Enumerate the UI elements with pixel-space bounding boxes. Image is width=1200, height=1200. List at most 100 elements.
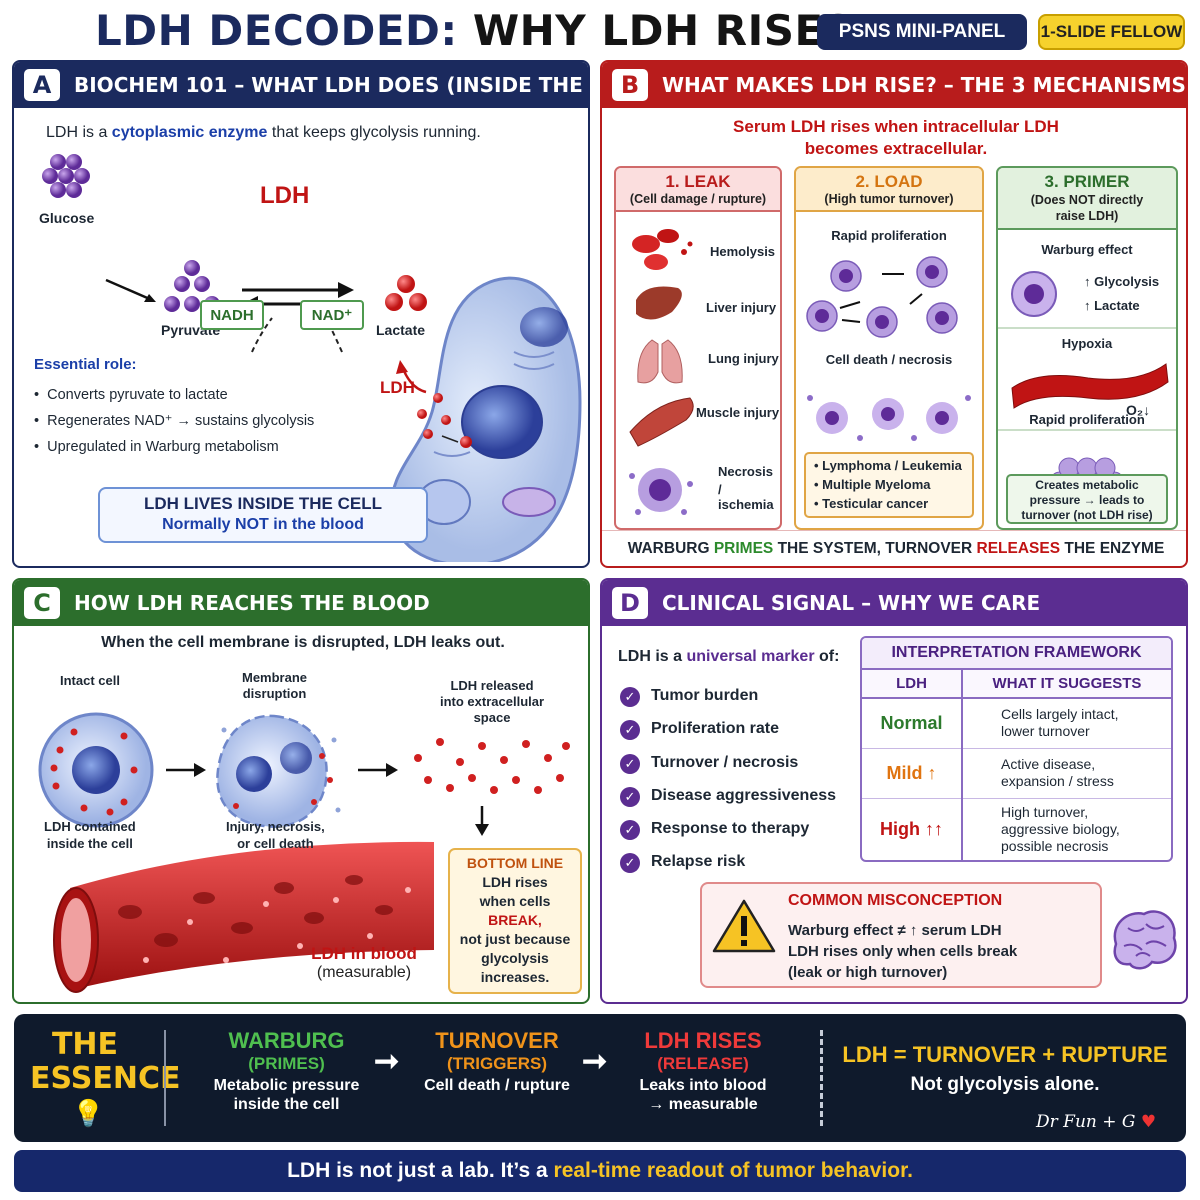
footer-banner: LDH is not just a lab. It’s a real-time … <box>14 1150 1186 1192</box>
panel-a-intro: LDH is a cytoplasmic enzyme that keeps g… <box>46 124 481 141</box>
essence-step-turnover: TURNOVER (TRIGGERS) Cell death / rupture <box>424 1028 570 1094</box>
nadh-dashed-arrow <box>251 317 273 353</box>
mechanism-primer: 3. PRIMER (Does NOT directly raise LDH) … <box>996 166 1178 530</box>
marker-item: Relapse risk <box>651 853 746 870</box>
essence-equation: LDH = TURNOVER + RUPTURE <box>842 1042 1168 1067</box>
hypoxia-vessel-icon <box>1011 363 1169 409</box>
table-row: High ↑↑ High turnover,aggressive biology… <box>862 798 1171 860</box>
panel-c-intro: When the cell membrane is disrupted, LDH… <box>101 634 505 651</box>
essential-role-title: Essential role: <box>34 356 137 373</box>
lactate-label: Lactate <box>376 322 426 338</box>
necrotic-cells-icon <box>807 395 971 441</box>
heart-icon: ♥ <box>1140 1112 1157 1132</box>
check-icon: ✓ <box>620 820 640 840</box>
panel-d-letter: D <box>612 587 648 619</box>
essential-role-list: • Converts pyruvate to lactate • Regener… <box>34 382 314 460</box>
framework-table: LDH WHAT IT SUGGESTS Normal Cells largel… <box>862 670 1171 860</box>
glucose-to-pyruvate-arrow <box>105 278 153 302</box>
nad-pill: NAD⁺ <box>300 300 364 330</box>
universal-marker-intro: LDH is a universal marker of: <box>618 648 840 665</box>
check-icon: ✓ <box>620 787 640 807</box>
essence-title: THE ESSENCE <box>30 1027 181 1096</box>
disrupted-cell-icon <box>216 714 341 828</box>
essence-step-warburg: WARBURG (PRIMES) Metabolic pressure insi… <box>213 1028 360 1113</box>
panel-a-header: A BIOCHEM 101 – WHAT LDH DOES (INSIDE TH… <box>14 62 588 143</box>
marker-item: Tumor burden <box>651 687 759 704</box>
misconception-box: COMMON MISCONCEPTION Warburg effect ≠ ↑ … <box>700 882 1102 988</box>
panel-c-heading: HOW LDH REACHES THE BLOOD <box>74 591 430 615</box>
panel-b-bottom-line: WARBURG PRIMES THE SYSTEM, TURNOVER RELE… <box>627 540 1165 557</box>
cancer-item: • Lymphoma / Leukemia <box>814 458 962 473</box>
liver-icon <box>636 286 682 320</box>
proliferation-cells-icon <box>806 256 971 441</box>
cell-illustration <box>390 276 582 562</box>
marker-item: Proliferation rate <box>651 720 780 737</box>
lightbulb-icon: 💡 <box>72 1098 105 1128</box>
panel-b-header: B WHAT MAKES LDH RISE? – THE 3 MECHANISM… <box>602 62 1186 108</box>
necrotic-cell-icon <box>629 468 693 515</box>
panel-a: A BIOCHEM 101 – WHAT LDH DOES (INSIDE TH… <box>12 60 590 568</box>
col-ldh: LDH <box>862 670 963 699</box>
blood-vessel-icon <box>53 841 434 993</box>
role-item: • Regenerates NAD⁺ → sustains glycolysis <box>34 413 315 429</box>
essence-step-ldh-rises: LDH RISES (RELEASE) Leaks into blood → m… <box>639 1028 767 1113</box>
title-part-2: WHY LDH RISES <box>472 6 855 55</box>
panel-c: C HOW LDH REACHES THE BLOOD When the cel… <box>12 578 590 1004</box>
framework-title: INTERPRETATION FRAMEWORK <box>862 638 1171 670</box>
bottom-line-box: BOTTOM LINE LDH rises when cells BREAK, … <box>448 848 582 994</box>
check-icon: ✓ <box>620 754 640 774</box>
panel-a-letter: A <box>24 69 60 101</box>
panel-a-heading: BIOCHEM 101 – WHAT LDH DOES (INSIDE THE … <box>74 73 583 143</box>
mechanism-load: 2. LOAD (High tumor turnover) Rapid prol… <box>794 166 984 530</box>
brain-icon <box>1113 910 1177 970</box>
marker-item: Turnover / necrosis <box>651 754 799 771</box>
cell-ldh-label: LDH <box>380 378 415 397</box>
essence-bar: THE ESSENCE 💡 WARBURG (PRIMES) Metabolic… <box>14 1014 1186 1142</box>
released-ldh-dots <box>414 738 570 794</box>
cell-ldh-pointer <box>441 435 459 443</box>
interpretation-framework: INTERPRETATION FRAMEWORK LDH WHAT IT SUG… <box>860 636 1173 862</box>
panel-b-intro: Serum LDH rises when intracellular LDH b… <box>733 117 1059 158</box>
ldh-leak-dots <box>417 393 472 448</box>
check-icon: ✓ <box>620 853 640 873</box>
page-title: LDH DECODED: WHY LDH RISES <box>95 6 854 55</box>
cancer-list: • Lymphoma / Leukemia • Multiple Myeloma… <box>804 452 974 518</box>
nad-dashed-arrow <box>325 317 343 353</box>
oxygen-down-label: O₂↓ <box>1126 402 1151 418</box>
essence-arrow-icon: ➞ <box>374 1045 400 1078</box>
panel-d-header: D CLINICAL SIGNAL – WHY WE CARE <box>602 580 1186 626</box>
check-icon: ✓ <box>620 687 640 707</box>
tag-mini-panel: PSNS MINI-PANEL <box>817 14 1027 50</box>
lungs-icon <box>637 339 683 384</box>
ldh-in-blood-label: LDH in blood (measurable) <box>311 944 417 981</box>
blood-release-diagram <box>38 712 570 993</box>
check-icon: ✓ <box>620 720 640 740</box>
warburg-cell-icon <box>1011 271 1057 317</box>
marker-item: Disease aggressiveness <box>651 787 837 804</box>
table-row: Normal Cells largely intact,lower turnov… <box>862 698 1171 749</box>
tag-one-slide-fellow: 1-SLIDE FELLOW <box>1038 14 1185 50</box>
author-signature: Dr Fun + G ♥ <box>1036 1112 1157 1132</box>
table-row: Mild ↑ Active disease,expansion / stress <box>862 748 1171 799</box>
ldh-lives-inside-box: LDH LIVES INSIDE THE CELL Normally NOT i… <box>98 487 428 543</box>
panel-b-heading: WHAT MAKES LDH RISE? – THE 3 MECHANISMS <box>662 73 1186 97</box>
glucose-label: Glucose <box>39 210 95 226</box>
warning-icon <box>712 899 776 953</box>
lactate-molecule-icon <box>385 275 427 311</box>
nadh-pill: NADH <box>200 300 264 330</box>
cancer-item: • Testicular cancer <box>814 496 929 511</box>
role-item: • Upregulated in Warburg metabolism <box>34 439 279 455</box>
essence-arrow-icon: ➞ <box>582 1045 608 1078</box>
ldh-enzyme-label: LDH <box>260 182 310 209</box>
panel-d-heading: CLINICAL SIGNAL – WHY WE CARE <box>662 591 1041 615</box>
cancer-item: • Multiple Myeloma <box>814 477 931 492</box>
panel-c-header: C HOW LDH REACHES THE BLOOD <box>14 580 588 626</box>
panel-b-letter: B <box>612 69 648 101</box>
primer-note: Creates metabolic pressure → leads to tu… <box>1006 474 1168 524</box>
muscle-icon <box>629 397 694 447</box>
leak-organ-icons <box>629 229 694 515</box>
glucose-molecule-icon <box>42 154 90 198</box>
panel-b: B WHAT MAKES LDH RISE? – THE 3 MECHANISM… <box>600 60 1188 568</box>
title-part-1: LDH DECODED: <box>95 6 458 55</box>
ldh-reaction-diagram <box>42 154 582 562</box>
